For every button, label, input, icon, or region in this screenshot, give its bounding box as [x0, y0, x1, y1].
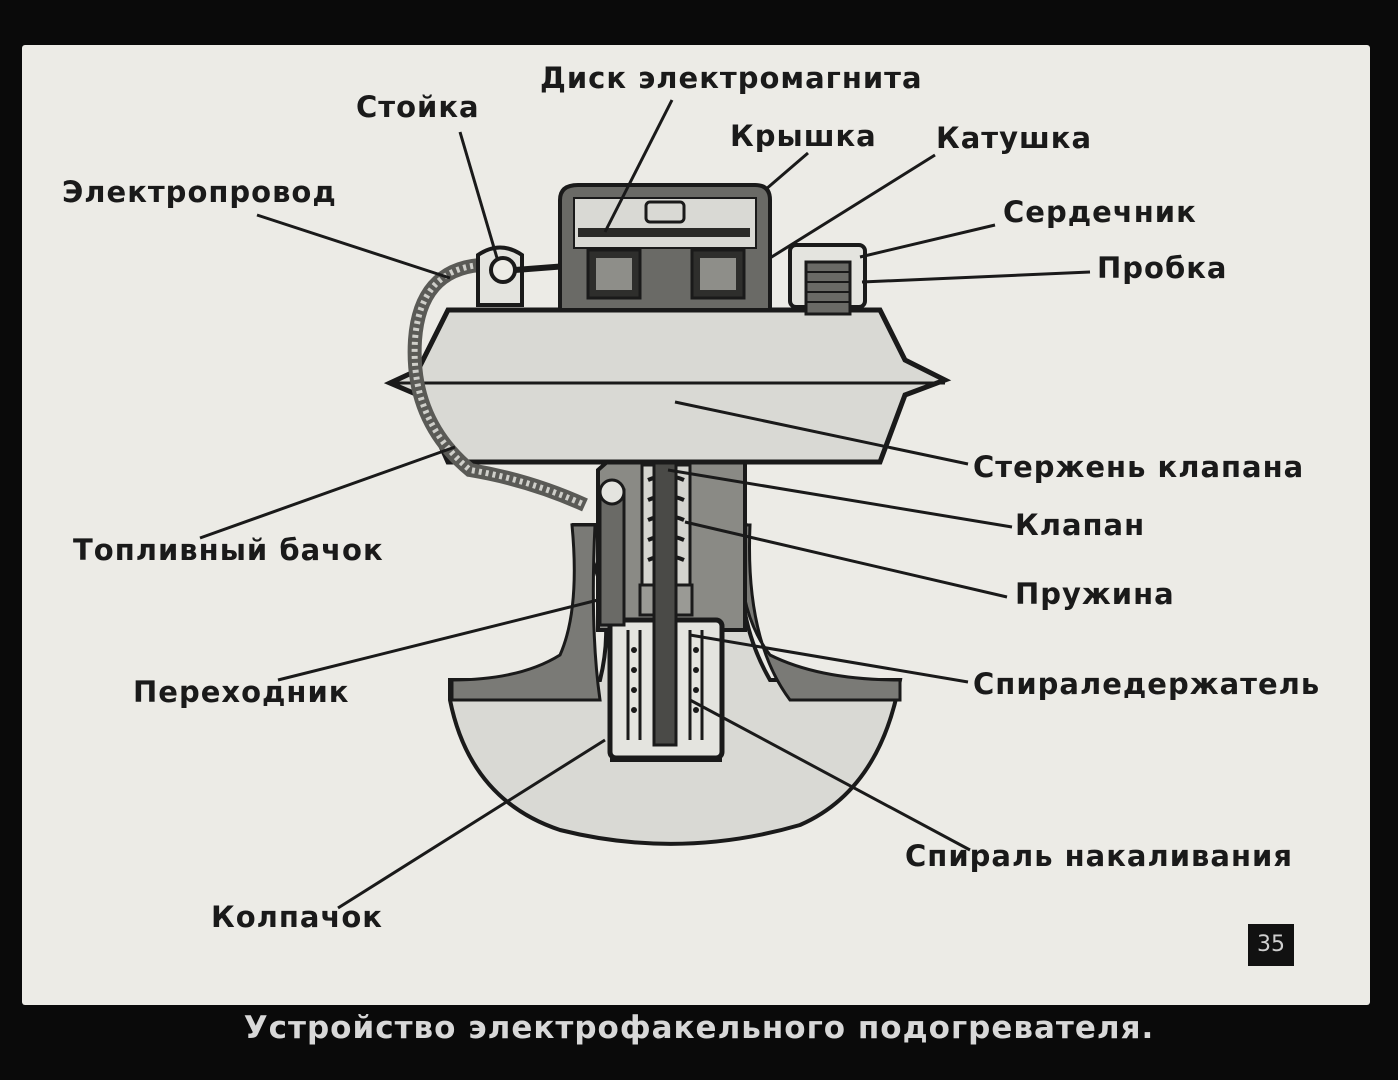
- adapter-left: [450, 523, 602, 702]
- caption: Устройство электрофакельного подогревате…: [243, 1010, 1155, 1046]
- label-cap: Колпачок: [211, 900, 383, 934]
- fuel-tube: [598, 488, 626, 627]
- label-magnet-disk: Диск электромагнита: [540, 61, 923, 95]
- label-cover: Крышка: [730, 119, 877, 153]
- label-plug: Пробка: [1097, 251, 1228, 285]
- page-number: 35: [1248, 924, 1294, 966]
- label-glow-spiral: Спираль накаливания: [905, 839, 1293, 873]
- core: [644, 200, 686, 224]
- label-core: Сердечник: [1003, 195, 1197, 229]
- spiral-dots: [631, 647, 699, 713]
- label-coil: Катушка: [936, 121, 1093, 155]
- label-spring: Пружина: [1015, 577, 1175, 611]
- label-fuel-tank: Топливный бачок: [73, 533, 384, 567]
- label-wire: Электропровод: [62, 175, 337, 209]
- label-spiral-holder: Спираледержатель: [973, 667, 1321, 701]
- leader-lines: [199, 99, 1091, 910]
- label-valve-stem: Стержень клапана: [973, 450, 1305, 484]
- fuel-tank: [383, 307, 952, 465]
- label-post: Стойка: [356, 90, 480, 124]
- glow-spiral: [626, 630, 704, 740]
- magnet-disk: [578, 228, 750, 237]
- label-valve: Клапан: [1015, 508, 1146, 542]
- label-adapter: Переходник: [133, 675, 350, 709]
